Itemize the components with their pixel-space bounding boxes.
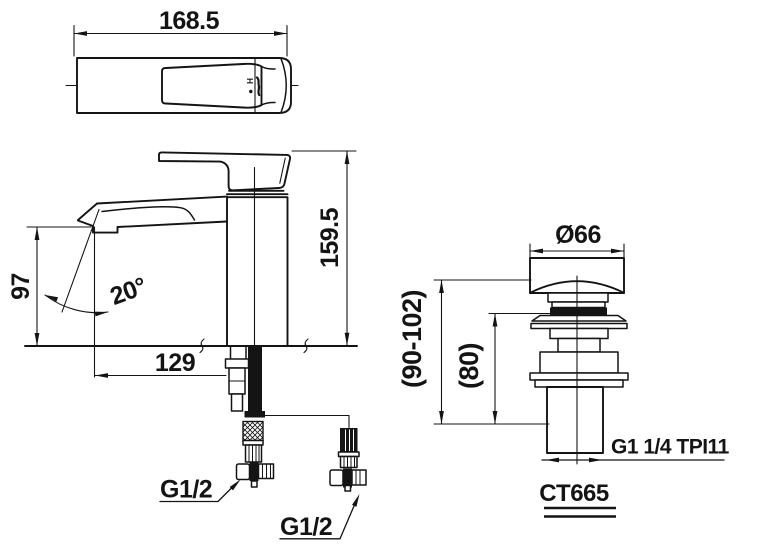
elbow-seal-left: [249, 462, 259, 481]
elbow-fitting-right: [329, 469, 344, 487]
lever-inner-edge: [279, 157, 286, 184]
braided-hose-right: [340, 428, 358, 452]
elbow-stub-right: [344, 484, 352, 492]
nut-rib-lines: [355, 470, 361, 485]
spout-angle-dimension: 20°: [106, 272, 150, 311]
lever-handle: [158, 151, 292, 192]
drain-lower-cylinder: [539, 351, 619, 374]
under-counter-hardware: [224, 345, 367, 492]
threaded-mounting-rod: [248, 347, 262, 411]
drain-height-range-dimension: (90-102): [397, 290, 427, 388]
spout-underside-aerator: [77, 219, 228, 234]
nut-rib-lines: [248, 445, 260, 462]
handle-neck-curve-top: [260, 65, 276, 70]
rod-end-nut: [244, 411, 265, 418]
drain-cap-neck: [547, 292, 609, 303]
hot-water-mark: H: [246, 78, 255, 84]
arrowhead: [589, 457, 602, 463]
arrowhead: [34, 333, 40, 346]
arrowhead: [439, 280, 444, 293]
arrowhead: [344, 332, 350, 346]
arrowhead: [352, 494, 360, 507]
arrowhead: [492, 411, 498, 424]
spout-reach-dimension: 129: [155, 349, 195, 377]
handle-neck-curve-bottom: [260, 101, 276, 106]
deck-break-mark: [199, 338, 205, 354]
arrowhead: [74, 31, 87, 36]
arrowhead: [34, 227, 40, 240]
arrowhead: [45, 295, 59, 302]
mounting-clamp-foot: [230, 393, 244, 412]
inlet-thread-label-left: G1/2: [160, 476, 212, 504]
nut-rib-lines: [343, 457, 355, 467]
faucet-top-view: H 168.5: [65, 7, 299, 114]
hose-braid-highlight: [345, 429, 354, 451]
hose-nut: [339, 455, 358, 469]
braided-hose-left: [242, 420, 264, 442]
arrowhead: [546, 457, 559, 463]
drain-tailpipe: [546, 386, 604, 454]
elbow-nut-right: [351, 469, 367, 486]
nut-rib-lines: [262, 464, 271, 478]
arrowhead: [344, 151, 350, 164]
brand-logo-squiggle: [255, 76, 261, 97]
arrowhead: [530, 248, 543, 254]
drain-flange-plate: [531, 314, 627, 322]
arrowhead: [611, 248, 624, 254]
mounting-clamp-plate: [224, 358, 250, 369]
drain-upper-cylinder: [549, 327, 609, 340]
arrowhead: [229, 479, 241, 491]
elbow-fitting-left: [235, 463, 251, 481]
drain-waist: [557, 337, 601, 353]
angle-ray-line: [61, 208, 100, 313]
inlet-thread-label-right: G1/2: [280, 513, 332, 541]
total-height-dimension: 159.5: [316, 207, 344, 268]
overall-width-dimension: 168.5: [159, 7, 220, 35]
deck-break-mark: [303, 338, 309, 354]
faucet-side-view: 97 20° 159.5 129: [7, 150, 367, 541]
faucet-body: [226, 196, 289, 347]
drain-locknut: [534, 379, 624, 388]
elbow-stub-left: [250, 480, 258, 488]
elbow-seal-right: [343, 468, 352, 488]
model-code-label: CT665: [539, 480, 609, 507]
hose-connection-line: [264, 414, 350, 429]
drain-locknut-flange: [529, 372, 629, 381]
spout-crease-line: [101, 206, 196, 221]
arrowhead: [439, 411, 444, 424]
drain-thread-label: G1 1/4 TPI11: [611, 436, 730, 459]
leader-line: [339, 505, 355, 540]
drain-height-dimension: (80): [454, 343, 484, 389]
arrowhead: [95, 373, 108, 378]
arrowhead: [94, 311, 108, 317]
leader-line: [217, 487, 233, 503]
cold-water-dot-mark: [249, 89, 253, 94]
arrowhead: [492, 313, 498, 327]
drain-neck-ring: [551, 301, 606, 309]
spout-top-edge: [96, 195, 228, 205]
drain-rubber-seal: [550, 307, 607, 316]
spout-tip-face: [77, 202, 98, 221]
drain-diameter-dimension: Ø66: [555, 221, 601, 249]
top-view-handle: [161, 62, 263, 109]
spout-height-dimension: 97: [7, 273, 35, 300]
top-view-endcap-curve: [280, 57, 287, 114]
popup-drain-view: Ø66 (90-102) (80) G1 1/4 TPI11: [397, 221, 730, 518]
arrowhead: [274, 31, 287, 36]
